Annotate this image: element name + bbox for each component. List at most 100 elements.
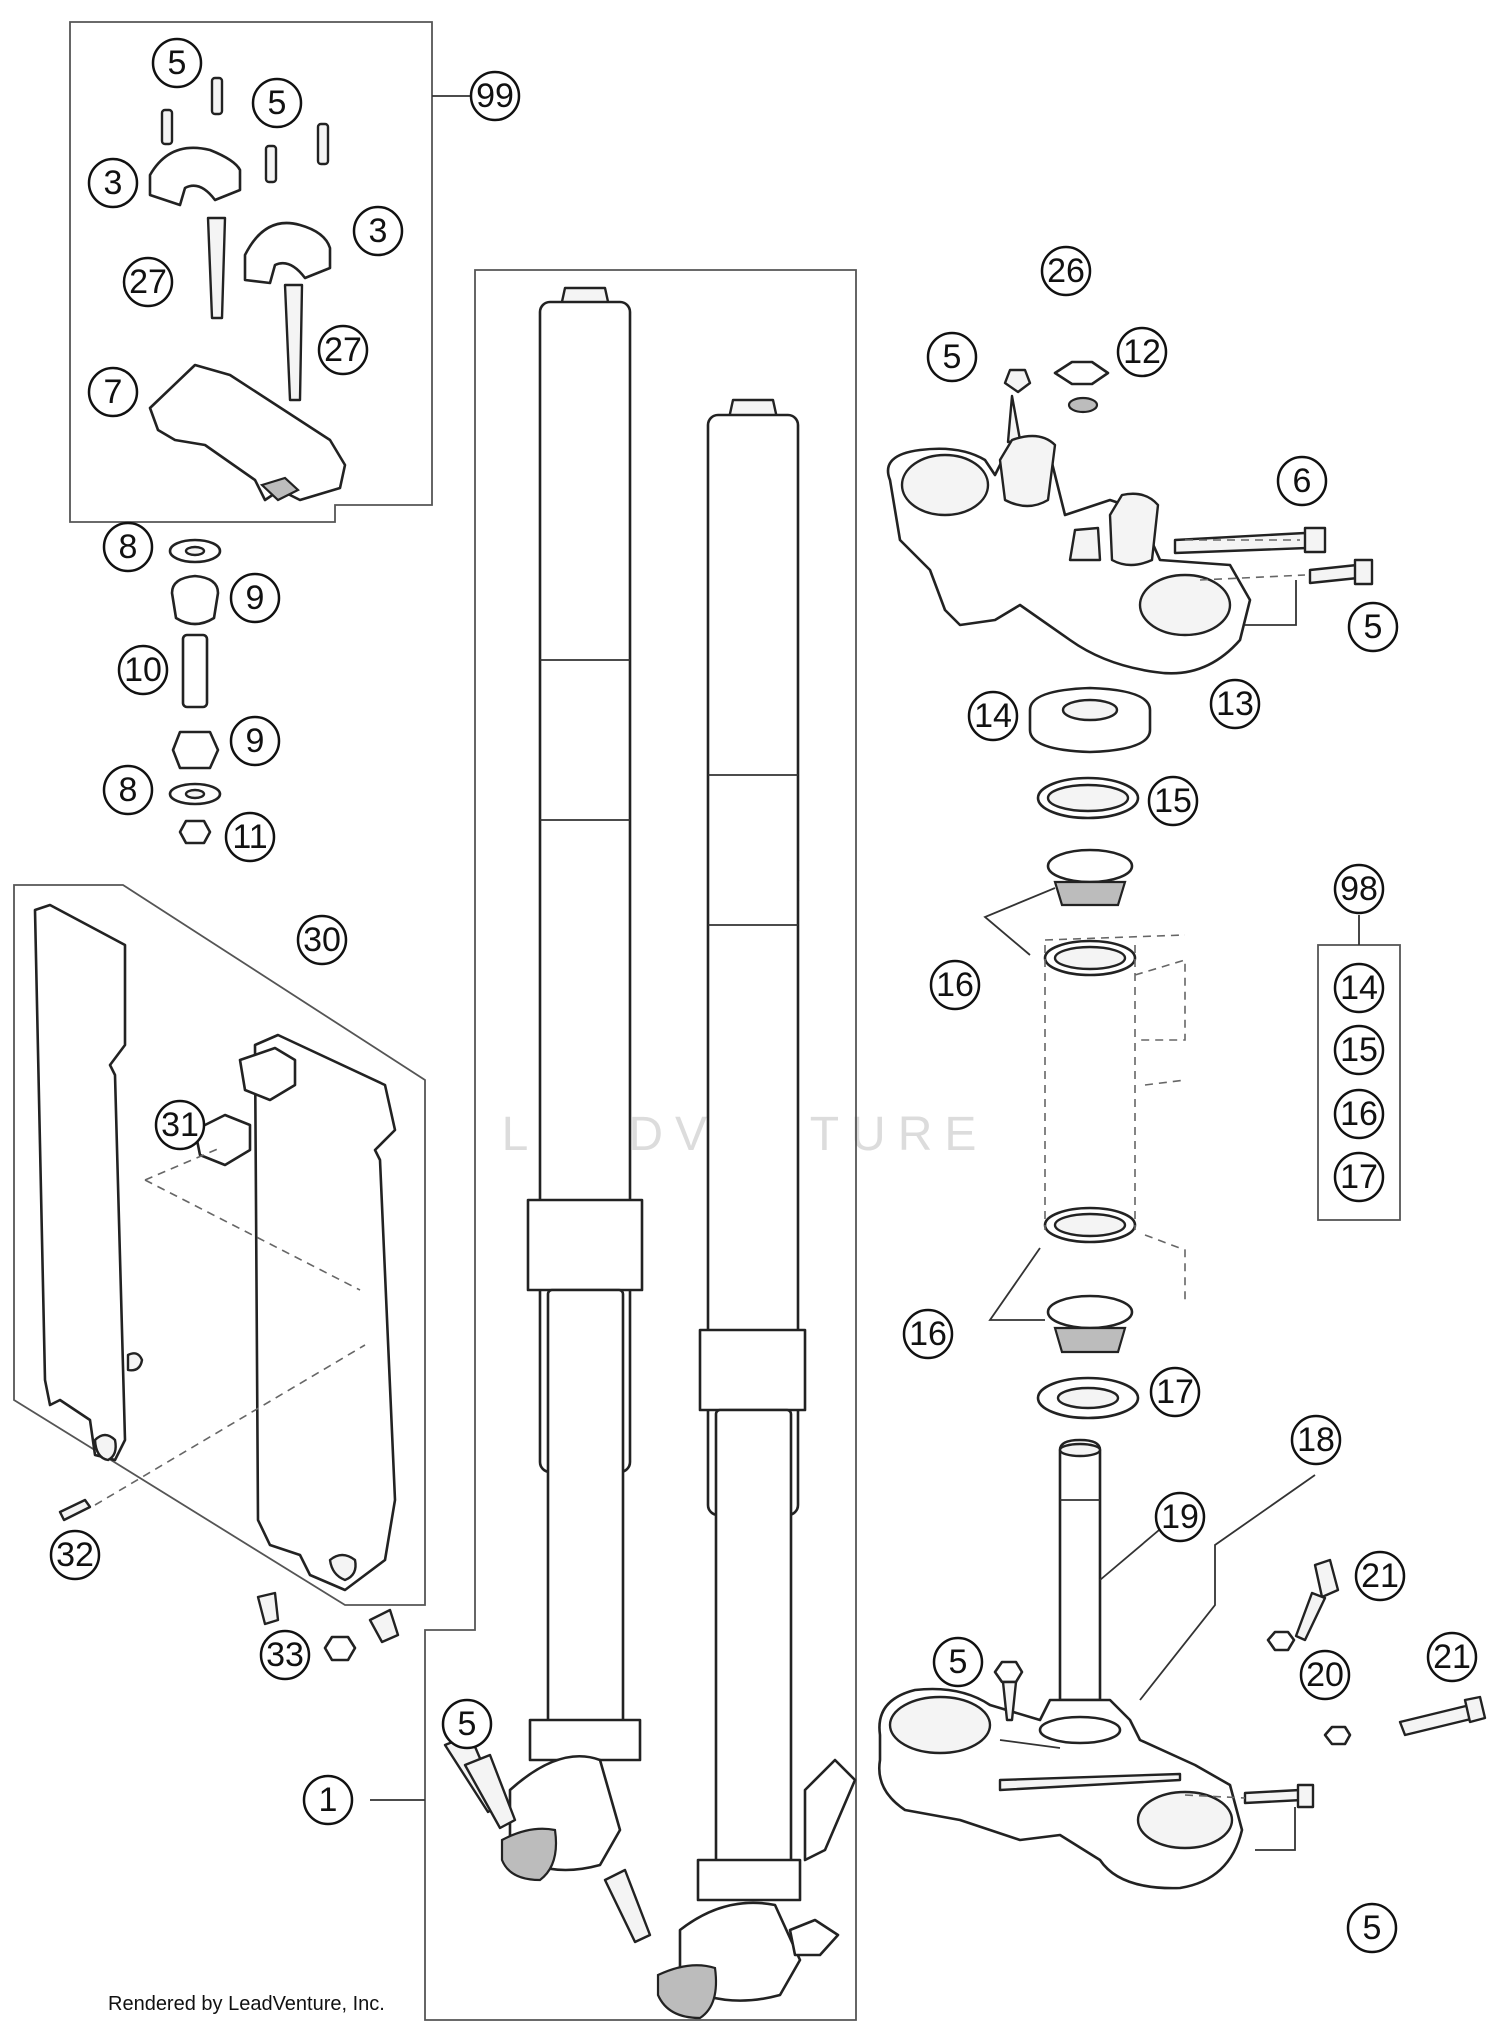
callout-20: 20 bbox=[1299, 1649, 1351, 1701]
rendered-by-credit: Rendered by LeadVenture, Inc. bbox=[108, 1993, 385, 2015]
callout-27-text: 27 bbox=[324, 331, 362, 369]
callout-16: 16 bbox=[929, 959, 981, 1011]
callout-1: 1 bbox=[302, 1774, 354, 1826]
callout-14: 14 bbox=[1333, 962, 1385, 1014]
callout-32: 32 bbox=[49, 1529, 101, 1581]
callout-5: 5 bbox=[1346, 1902, 1398, 1954]
callout-99-text: 99 bbox=[476, 77, 514, 115]
callout-5: 5 bbox=[1347, 601, 1399, 653]
callout-3: 3 bbox=[87, 157, 139, 209]
callout-9-text: 9 bbox=[246, 722, 265, 760]
callout-8: 8 bbox=[102, 764, 154, 816]
callout-15: 15 bbox=[1333, 1024, 1385, 1076]
callout-5-text: 5 bbox=[168, 44, 187, 82]
callout-27-text: 27 bbox=[129, 263, 167, 301]
callout-14: 14 bbox=[967, 690, 1019, 742]
callout-17: 17 bbox=[1333, 1151, 1385, 1203]
callout-15: 15 bbox=[1147, 775, 1199, 827]
callout-98-text: 98 bbox=[1340, 870, 1378, 908]
callout-98: 98 bbox=[1333, 863, 1385, 915]
upper-triple-clamp bbox=[886, 360, 1374, 675]
callout-3-text: 3 bbox=[104, 164, 123, 202]
callout-5: 5 bbox=[441, 1698, 493, 1750]
callout-9: 9 bbox=[229, 715, 281, 767]
fork-leg-right bbox=[656, 398, 857, 2020]
callout-5-text: 5 bbox=[458, 1705, 477, 1743]
callout-5: 5 bbox=[151, 37, 203, 89]
fork-leg-left bbox=[500, 286, 644, 1882]
callout-20-text: 20 bbox=[1306, 1656, 1344, 1694]
callout-26: 26 bbox=[1040, 245, 1092, 297]
callout-5-text: 5 bbox=[949, 1643, 968, 1681]
callout-26-text: 26 bbox=[1047, 252, 1085, 290]
callout-17-text: 17 bbox=[1340, 1158, 1378, 1196]
callout-16-text: 16 bbox=[909, 1315, 947, 1353]
callout-27: 27 bbox=[122, 256, 174, 308]
callout-99: 99 bbox=[469, 70, 521, 122]
callout-9-text: 9 bbox=[246, 579, 265, 617]
callout-5: 5 bbox=[251, 77, 303, 129]
callout-17-text: 17 bbox=[1156, 1373, 1194, 1411]
callout-13: 13 bbox=[1209, 678, 1261, 730]
callout-31-text: 31 bbox=[161, 1106, 199, 1144]
callout-3-text: 3 bbox=[369, 212, 388, 250]
callout-30-text: 30 bbox=[303, 921, 341, 959]
callout-11: 11 bbox=[224, 811, 276, 863]
callout-16: 16 bbox=[902, 1308, 954, 1360]
callout-11-text: 11 bbox=[232, 818, 267, 856]
fork-guard-group bbox=[13, 884, 426, 1606]
bearing-kit-box bbox=[1317, 915, 1401, 1221]
callout-7: 7 bbox=[87, 366, 139, 418]
callout-5: 5 bbox=[926, 331, 978, 383]
callout-6: 6 bbox=[1276, 455, 1328, 507]
callout-32-text: 32 bbox=[56, 1536, 94, 1574]
callout-12-text: 12 bbox=[1123, 333, 1161, 371]
callout-16-text: 16 bbox=[936, 966, 974, 1004]
callout-14-text: 14 bbox=[974, 697, 1012, 735]
callout-21: 21 bbox=[1354, 1550, 1406, 1602]
callout-21: 21 bbox=[1426, 1631, 1478, 1683]
callout-13-text: 13 bbox=[1216, 685, 1254, 723]
callout-33: 33 bbox=[259, 1629, 311, 1681]
fork-assembly-group bbox=[370, 269, 857, 2021]
callout-5-text: 5 bbox=[268, 84, 287, 122]
callout-5: 5 bbox=[932, 1636, 984, 1688]
callout-14-text: 14 bbox=[1340, 969, 1378, 1007]
callout-16: 16 bbox=[1333, 1088, 1385, 1140]
bushing-set bbox=[168, 538, 222, 845]
callout-5-text: 5 bbox=[1364, 608, 1383, 646]
callout-30: 30 bbox=[296, 914, 348, 966]
callout-16-text: 16 bbox=[1340, 1095, 1378, 1133]
callout-17: 17 bbox=[1149, 1366, 1201, 1418]
callout-3: 3 bbox=[352, 205, 404, 257]
callout-15-text: 15 bbox=[1340, 1031, 1378, 1069]
callout-19-text: 19 bbox=[1161, 1498, 1199, 1536]
callout-10-text: 10 bbox=[124, 651, 162, 689]
callout-33-text: 33 bbox=[266, 1636, 304, 1674]
screw-hardware-set bbox=[256, 1591, 400, 1662]
callout-21-text: 21 bbox=[1361, 1557, 1399, 1595]
steering-bearing-stack bbox=[983, 686, 1186, 1420]
callout-18-text: 18 bbox=[1297, 1421, 1335, 1459]
callout-27: 27 bbox=[317, 324, 369, 376]
callout-18: 18 bbox=[1290, 1414, 1342, 1466]
callout-7-text: 7 bbox=[104, 373, 123, 411]
callout-15-text: 15 bbox=[1154, 782, 1192, 820]
callout-8-text: 8 bbox=[119, 528, 138, 566]
callout-31: 31 bbox=[154, 1099, 206, 1151]
lower-triple-clamp bbox=[877, 1438, 1487, 1890]
callout-1-text: 1 bbox=[319, 1781, 338, 1819]
callout-5-text: 5 bbox=[943, 338, 962, 376]
callout-8-text: 8 bbox=[119, 771, 138, 809]
callout-6-text: 6 bbox=[1293, 462, 1312, 500]
callout-19: 19 bbox=[1154, 1491, 1206, 1543]
callout-9: 9 bbox=[229, 572, 281, 624]
callout-12: 12 bbox=[1116, 326, 1168, 378]
callout-5-text: 5 bbox=[1363, 1909, 1382, 1947]
clamp-screws bbox=[160, 76, 330, 184]
callout-8: 8 bbox=[102, 521, 154, 573]
callout-10: 10 bbox=[117, 644, 169, 696]
callout-21-text: 21 bbox=[1433, 1638, 1471, 1676]
handlebar-clamp-kit-group bbox=[69, 21, 470, 523]
